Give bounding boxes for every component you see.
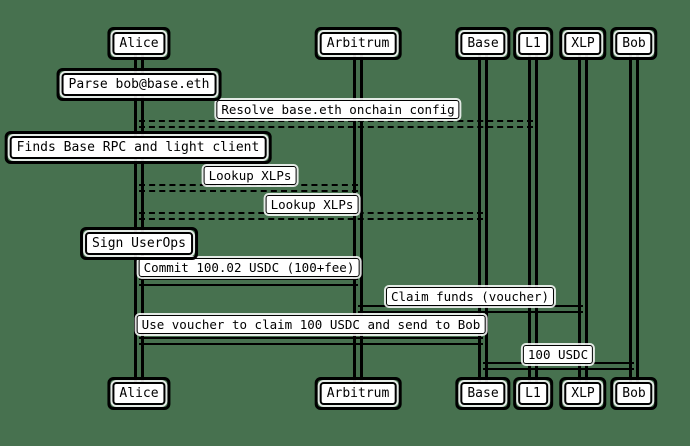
actor-label: Alice (112, 32, 166, 55)
message-label-lookup-xlps-2: Lookup XLPs (265, 195, 359, 214)
actor-top-base: Base (455, 27, 511, 60)
note-label: Sign UserOps (85, 232, 193, 255)
actor-label: XLP (564, 32, 602, 55)
message-line-resolve-config (139, 120, 533, 128)
actor-bottom-l1: L1 (513, 377, 553, 410)
actor-label: L1 (518, 382, 548, 405)
actor-label: Bob (615, 382, 653, 405)
actor-top-alice: Alice (107, 27, 171, 60)
note-label: Finds Base RPC and light client (9, 136, 267, 159)
note-parse-bob-base-eth: Parse bob@base.eth (56, 68, 222, 101)
actor-top-bob: Bob (610, 27, 658, 60)
lifeline-l1 (528, 55, 538, 383)
lifeline-bob (629, 55, 639, 383)
actor-bottom-xlp: XLP (559, 377, 607, 410)
actor-top-l1: L1 (513, 27, 553, 60)
actor-label: Arbitrum (319, 32, 397, 55)
actor-label: Alice (112, 382, 166, 405)
actor-label: L1 (518, 32, 548, 55)
message-line-use-voucher (139, 337, 483, 345)
actor-label: Base (460, 32, 506, 55)
note-sign-userops: Sign UserOps (80, 227, 198, 260)
actor-label: Bob (615, 32, 653, 55)
actor-bottom-arbitrum: Arbitrum (314, 377, 402, 410)
actor-label: Base (460, 382, 506, 405)
message-label-100-usdc: 100 USDC (522, 345, 594, 364)
message-label-use-voucher: Use voucher to claim 100 USDC and send t… (136, 315, 486, 334)
lifeline-xlp (578, 55, 588, 383)
actor-bottom-bob: Bob (610, 377, 658, 410)
message-line-claim-funds (358, 305, 583, 313)
message-line-commit-usdc (139, 278, 358, 286)
note-label: Parse bob@base.eth (61, 73, 217, 96)
actor-top-xlp: XLP (559, 27, 607, 60)
actor-label: XLP (564, 382, 602, 405)
actor-bottom-alice: Alice (107, 377, 171, 410)
message-label-commit-usdc: Commit 100.02 USDC (100+fee) (138, 258, 360, 277)
message-label-claim-funds: Claim funds (voucher) (385, 287, 555, 306)
message-line-lookup-xlps-1 (139, 184, 358, 192)
message-label-lookup-xlps-1: Lookup XLPs (203, 166, 297, 185)
note-finds-base-rpc: Finds Base RPC and light client (4, 131, 272, 164)
message-label-resolve-config: Resolve base.eth onchain config (216, 100, 460, 119)
actor-top-arbitrum: Arbitrum (314, 27, 402, 60)
actor-bottom-base: Base (455, 377, 511, 410)
actor-label: Arbitrum (319, 382, 397, 405)
